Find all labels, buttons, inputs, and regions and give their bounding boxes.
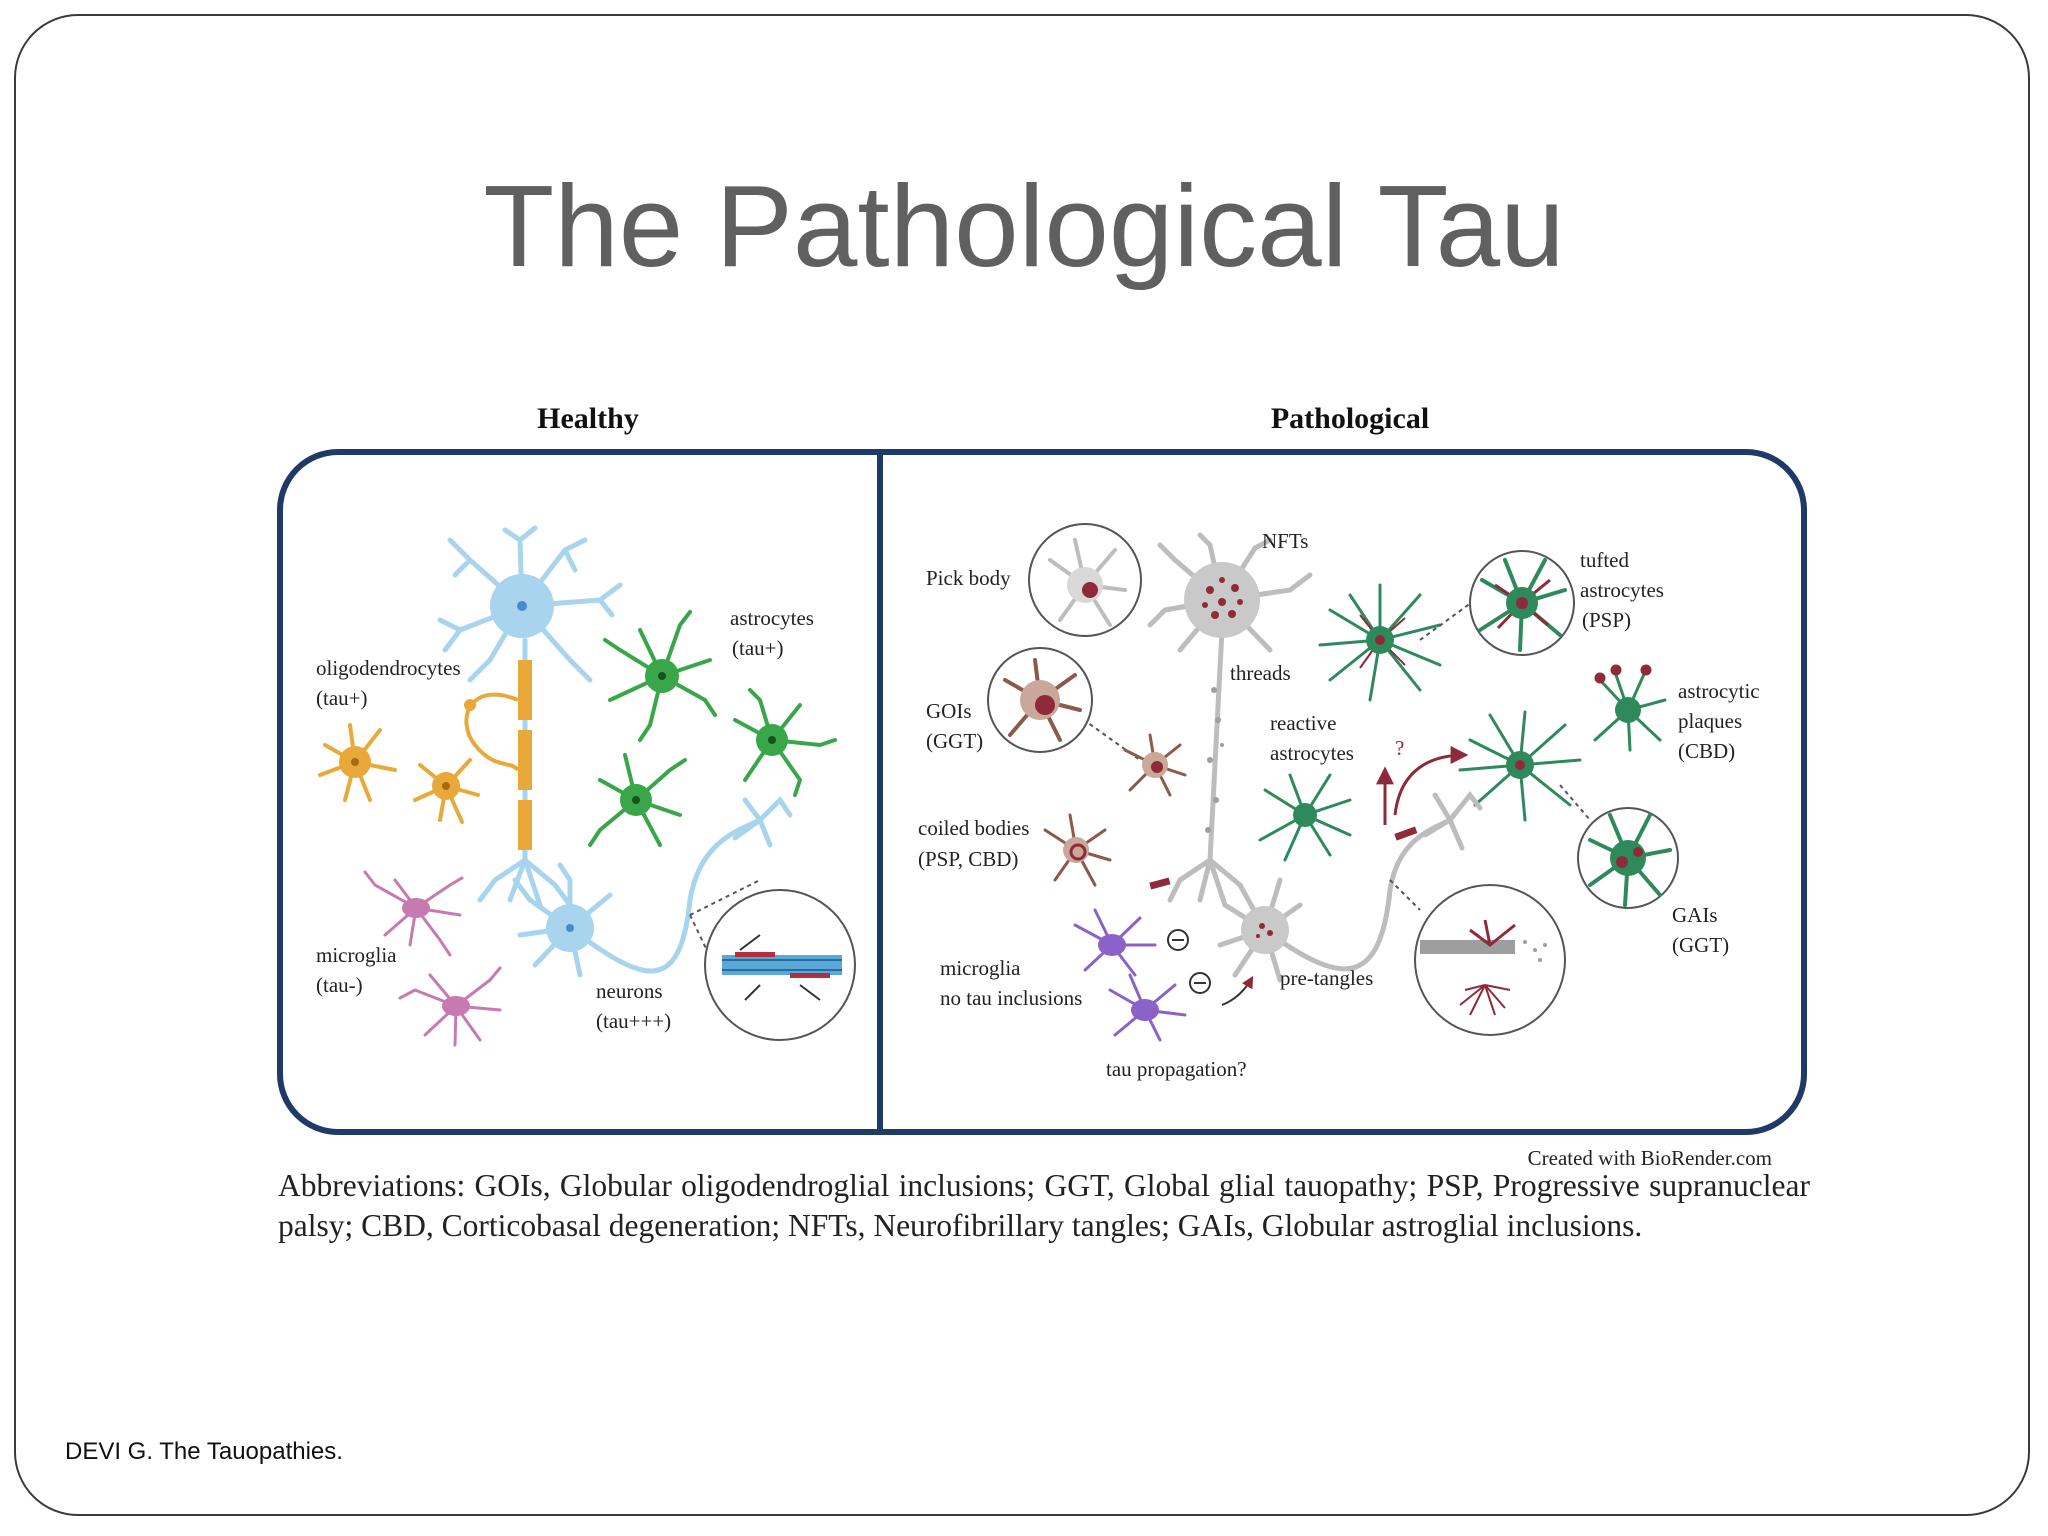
pick-body-inset [1028, 523, 1142, 637]
label-gais: GAIs [1672, 903, 1718, 927]
label-astrocytes: astrocytes [730, 606, 814, 630]
label-microglia-patho: microglia [940, 956, 1021, 980]
label-tufted-astrocytes: astrocytes [1580, 578, 1664, 602]
figure-frame [277, 449, 1807, 1135]
pathological-filament-inset [1389, 879, 1566, 1036]
label-tufted: tufted [1580, 548, 1629, 572]
healthy-neuron-bottom [512, 796, 793, 978]
label-nfts: NFTs [1262, 529, 1308, 553]
label-reactive: reactive [1270, 711, 1336, 735]
gois-inset [987, 647, 1141, 761]
tufted-astrocyte [1318, 583, 1476, 702]
pathological-labels: Pick body NFTs threads GOIs (GGT) coiled… [918, 529, 1760, 1081]
header-pathological: Pathological [1271, 402, 1429, 435]
label-oligodendrocytes-tau: (tau+) [316, 686, 368, 710]
label-tufted-psp: (PSP) [1582, 608, 1631, 632]
pathological-neuron [1147, 532, 1313, 908]
healthy-oligodendrocytes [318, 723, 480, 824]
label-coiled-bodies-types: (PSP, CBD) [918, 847, 1018, 871]
healthy-microtubule-inset [689, 879, 856, 1041]
pretangle-neuron [1217, 790, 1483, 983]
label-no-tau-inclusions: no tau inclusions [940, 986, 1082, 1010]
label-coiled-bodies: coiled bodies [918, 816, 1029, 840]
astrocytic-plaque-cell [1593, 664, 1667, 752]
tau-propagation-marks [1149, 826, 1418, 1006]
label-neurons-tau: (tau+++) [596, 1009, 671, 1033]
label-pre-tangles: pre-tangles [1280, 966, 1373, 990]
label-question-mark: ? [1395, 736, 1404, 760]
slide-title: The Pathological Tau [483, 161, 1565, 291]
healthy-astrocytes [588, 610, 837, 847]
label-gois-ggt: (GGT) [926, 729, 983, 753]
label-astrocytes-tau: (tau+) [732, 636, 784, 660]
pathological-microglia [1073, 908, 1187, 1042]
plaque-astrocyte-large [1458, 710, 1591, 822]
goi-cell [1123, 733, 1187, 797]
label-tau-propagation: tau propagation? [1106, 1057, 1247, 1081]
label-microglia: microglia [316, 943, 397, 967]
label-gois: GOIs [926, 699, 972, 723]
tufted-astrocyte-inset [1469, 550, 1575, 656]
citation: DEVI G. The Tauopathies. [65, 1438, 343, 1465]
gais-inset [1577, 807, 1679, 909]
label-reactive-astrocytes: astrocytes [1270, 741, 1354, 765]
healthy-microglia [363, 870, 502, 1047]
label-plaques-cbd: (CBD) [1678, 739, 1735, 763]
reactive-astrocyte [1258, 773, 1352, 862]
label-threads: threads [1230, 661, 1291, 685]
abbreviations-text: Abbreviations: GOIs, Globular oligodendr… [278, 1168, 1810, 1243]
label-neurons: neurons [596, 979, 663, 1003]
label-astrocytic: astrocytic [1678, 679, 1760, 703]
label-pick-body: Pick body [926, 566, 1011, 590]
label-microglia-tau: (tau-) [316, 973, 363, 997]
label-plaques: plaques [1678, 709, 1742, 733]
red-arrows [1376, 746, 1469, 825]
healthy-labels: oligodendrocytes (tau+) astrocytes (tau+… [316, 606, 814, 1033]
label-gais-ggt: (GGT) [1672, 933, 1729, 957]
healthy-neuron-top [437, 525, 623, 908]
biorender-credit: Created with BioRender.com [1528, 1146, 1772, 1170]
label-oligodendrocytes: oligodendrocytes [316, 656, 461, 680]
coiled-body-cell [1043, 813, 1112, 887]
header-healthy: Healthy [537, 402, 639, 435]
